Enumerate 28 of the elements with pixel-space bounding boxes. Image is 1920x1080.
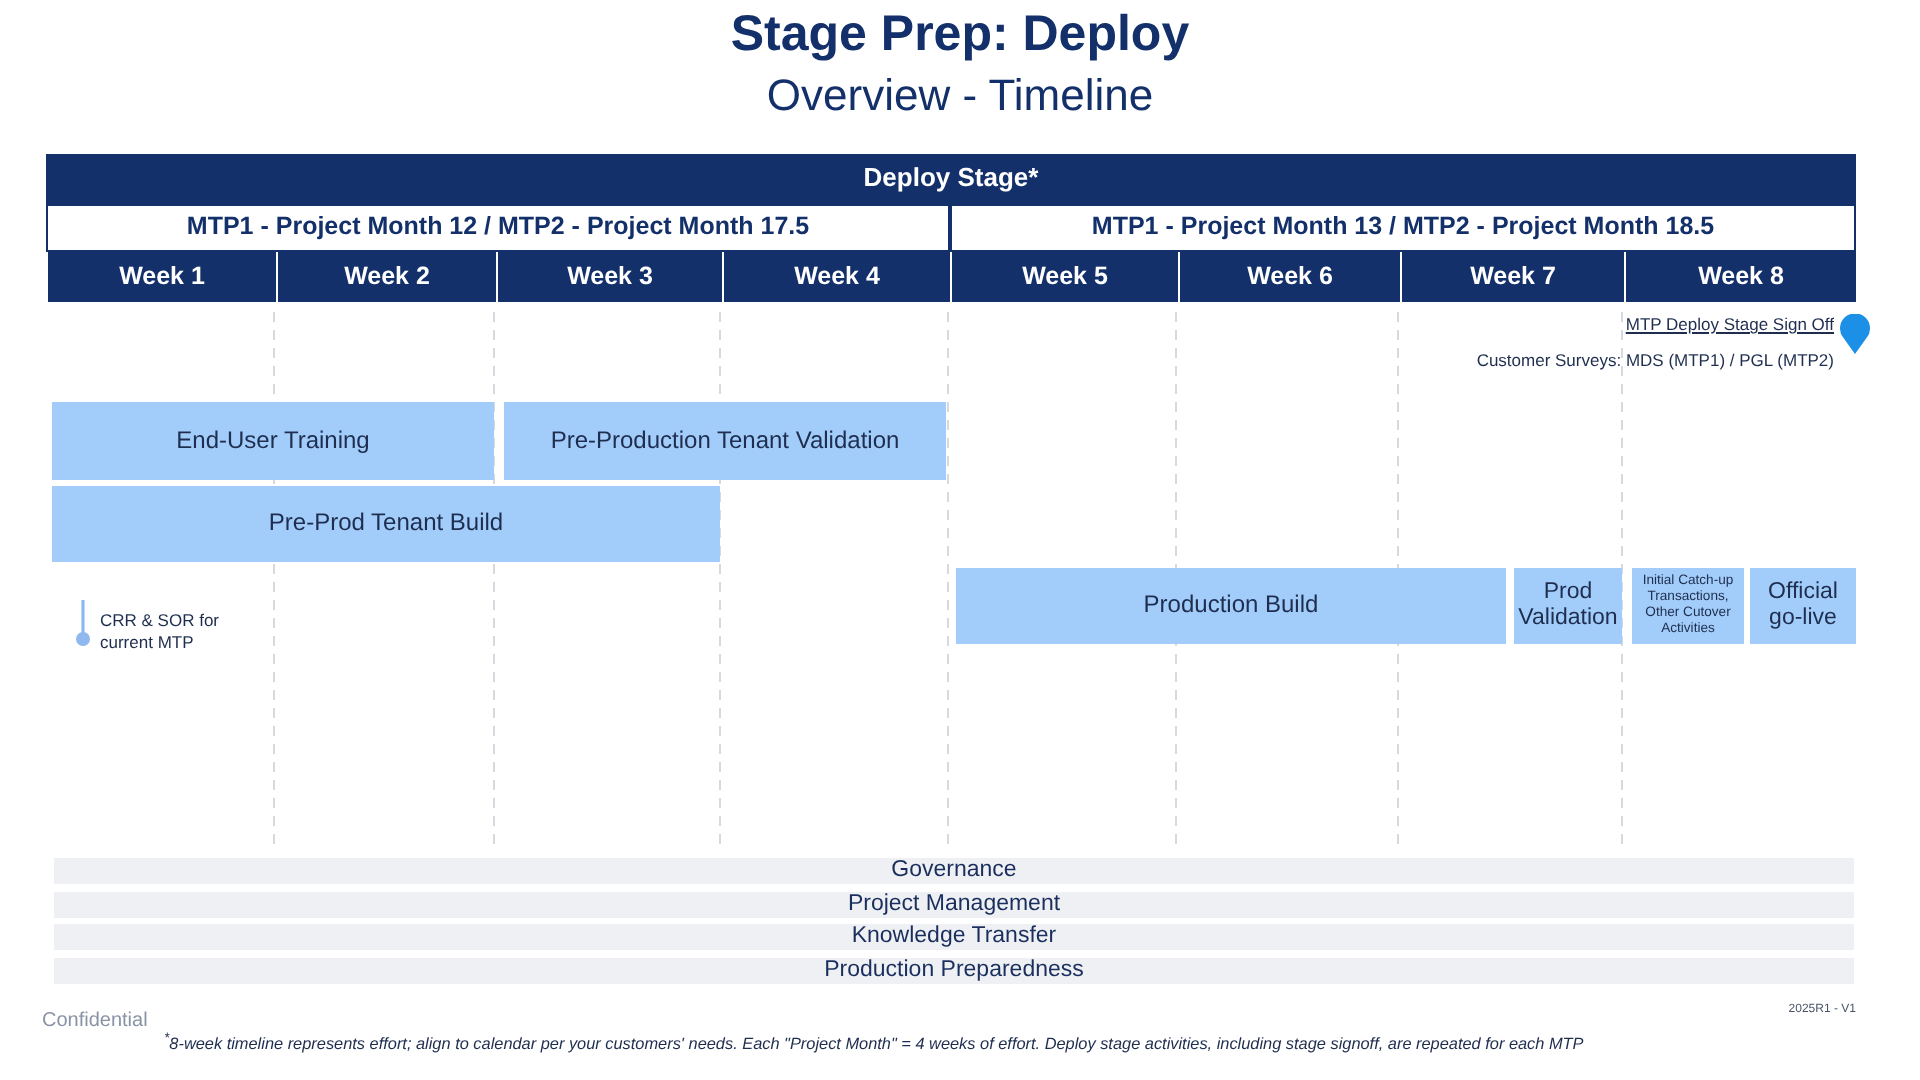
activity-bar: End-User Training [52, 402, 494, 480]
week-header-cell: Week 8 [1624, 252, 1856, 302]
period-header-bar: MTP1 - Project Month 12 / MTP2 - Project Month 17.5 [46, 204, 950, 252]
confidentiality-note: Confidential [42, 1010, 148, 1035]
week-header-cell: Week 5 [950, 252, 1178, 302]
activity-bar: Pre-Production Tenant Validation [504, 402, 946, 480]
week-header-cell: Week 1 [46, 252, 276, 302]
workstream-band: Knowledge Transfer [54, 924, 1854, 950]
survey-note: Customer Surveys: MDS (MTP1) / PGL (MTP2) [1476, 350, 1834, 372]
activity-bar: Pre-Prod Tenant Build [52, 486, 720, 562]
period-header-bar: MTP1 - Project Month 13 / MTP2 - Project Month 18.5 [950, 204, 1856, 252]
week-header-cell: Week 7 [1400, 252, 1624, 302]
activity-bar: Official go-live [1750, 568, 1856, 644]
week-header-cell: Week 3 [496, 252, 722, 302]
week-header-cell: Week 2 [276, 252, 496, 302]
milestone-note: CRR & SOR for current MTP [100, 610, 222, 653]
workstream-band: Project Management [54, 892, 1854, 918]
workstream-band: Production Preparedness [54, 958, 1854, 984]
week-header-cell: Week 6 [1178, 252, 1400, 302]
stage-header-bar: Deploy Stage* [46, 154, 1856, 204]
week-header-cell: Week 4 [722, 252, 950, 302]
page-subtitle: Overview - Timeline [764, 68, 1156, 123]
workstream-band: Governance [54, 858, 1854, 884]
activity-bar: Prod Validation [1514, 568, 1622, 644]
page-title: Stage Prep: Deploy [728, 6, 1192, 64]
milestone-link: MTP Deploy Stage Sign Off [1625, 314, 1834, 336]
activity-bar: Production Build [956, 568, 1506, 644]
footnote: $^{*}$8-week timeline represents effort; align to calendar per your customers' needs. Each "Project Month" = 4 weeks of effort. Deploy stage activities, including stage signoff, are repeated for each MTP [164, 1032, 1584, 1054]
